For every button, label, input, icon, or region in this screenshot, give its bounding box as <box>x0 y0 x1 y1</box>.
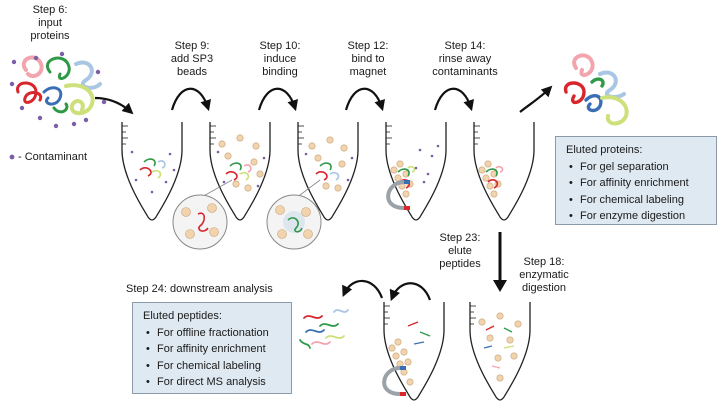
eluted-proteins-box: Eluted proteins: For gel separation For … <box>555 136 717 225</box>
magnet-icon <box>386 180 410 210</box>
list-item: For chemical labeling <box>141 358 283 375</box>
tube-induce-binding <box>297 122 359 221</box>
list-item: For direct MS analysis <box>141 374 283 391</box>
input-contaminants <box>9 51 107 129</box>
magnet-icon <box>382 366 406 396</box>
list-item: For enzyme digestion <box>564 208 708 225</box>
peptide-fragments <box>299 309 349 349</box>
zoom-inset-beads <box>172 179 233 250</box>
contaminant-legend-label: - Contaminant <box>18 151 88 163</box>
flow-arrows <box>94 85 553 302</box>
list-item: For chemical labeling <box>564 192 708 209</box>
contaminant-legend-dot <box>9 154 15 160</box>
list-item: For offline fractionation <box>141 325 283 342</box>
eluted-proteins-title: Eluted proteins: <box>566 144 643 156</box>
eluted-peptides-box: Eluted peptides: For offline fractionati… <box>132 302 292 394</box>
tube-elute-peptides <box>383 302 445 401</box>
eluted-protein-mixture <box>563 53 629 126</box>
down-arrow <box>493 232 507 292</box>
tube-rinse <box>473 122 535 221</box>
tube-add-beads <box>209 122 271 221</box>
eluted-peptides-title: Eluted peptides: <box>143 310 222 322</box>
tube-bind-magnet <box>385 122 447 221</box>
zoom-inset-binding <box>266 179 322 250</box>
tube-digestion <box>469 302 531 401</box>
tube-input <box>121 122 183 221</box>
list-item: For affinity enrichment <box>564 175 708 192</box>
list-item: For affinity enrichment <box>141 341 283 358</box>
input-protein-mixture <box>16 55 102 116</box>
list-item: For gel separation <box>564 159 708 176</box>
step-24-label: Step 24: downstream analysis <box>126 283 273 295</box>
